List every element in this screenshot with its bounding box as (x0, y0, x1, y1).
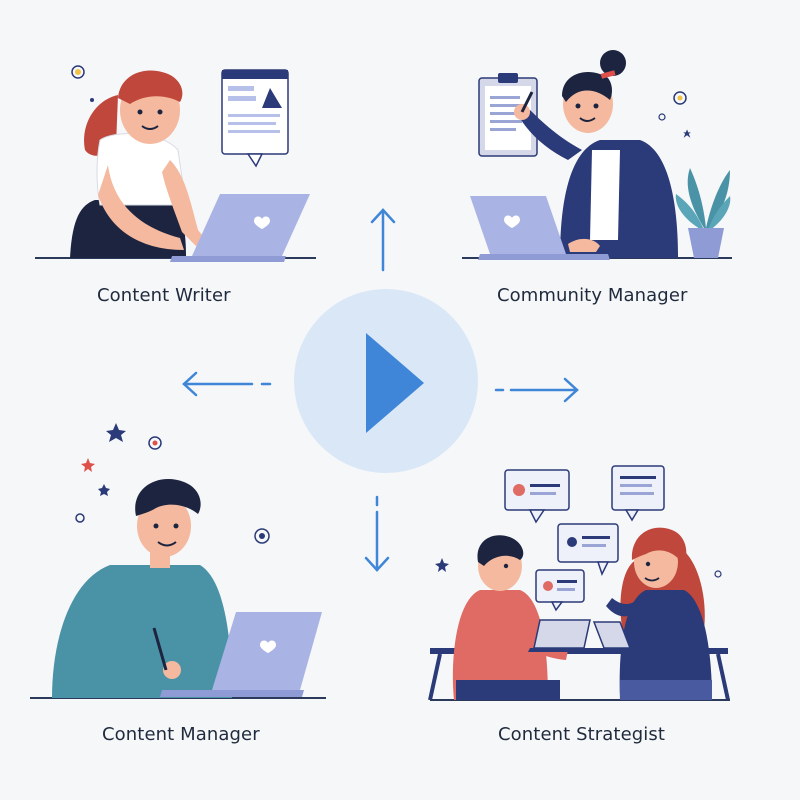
label-content-strategist: Content Strategist (498, 724, 666, 745)
star-icon (106, 423, 126, 442)
document-window-icon (221, 69, 289, 168)
chat-bubble-icon (611, 465, 665, 522)
laptop-icon (170, 194, 310, 262)
arrow-down-icon (364, 495, 390, 572)
label-community-manager: Community Manager (497, 285, 688, 306)
chat-bubble-icon (557, 523, 619, 576)
label-content-writer: Content Writer (97, 285, 231, 306)
chat-bubble-icon (535, 569, 585, 612)
arrow-right-icon (494, 377, 579, 403)
plant-icon (675, 168, 731, 258)
laptop-icon (470, 196, 610, 260)
clipboard-icon (478, 73, 538, 157)
laptop-icon (160, 612, 322, 697)
play-button[interactable] (294, 289, 478, 473)
arrow-up-icon (370, 208, 396, 272)
content-writer-illustration (35, 65, 316, 262)
label-content-manager: Content Manager (102, 724, 260, 745)
arrow-left-icon (182, 371, 272, 397)
content-manager-illustration (30, 423, 326, 699)
chat-bubble-icon (504, 469, 570, 524)
star-icon (71, 65, 85, 79)
content-strategist-illustration (428, 465, 730, 701)
community-manager-illustration (462, 50, 732, 260)
play-icon (366, 333, 424, 433)
laptop-icon (528, 619, 600, 652)
laptop-icon (592, 621, 632, 649)
